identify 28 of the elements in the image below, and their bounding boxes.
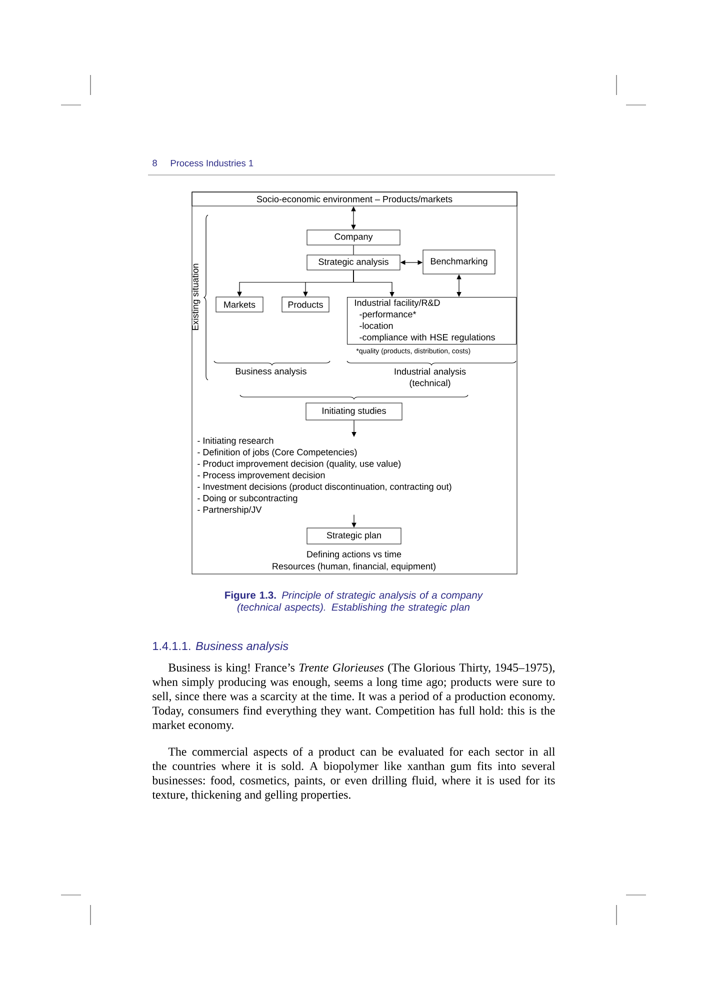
process-box: Products (282, 296, 330, 312)
group-label: Business analysis (236, 368, 306, 376)
arrow (353, 270, 394, 297)
body-paragraph: The commercial aspects of a product can be evaluated for each sector in all the countries where it is sold. A biopolymer like xanthan gum fits into several businesses: food, cosmetics, paints, or even drilling fluid, where it is used for its texture, thickening and gelling properties. (152, 747, 556, 802)
arrow (352, 420, 356, 437)
process-box: Markets (216, 296, 264, 312)
body-paragraph: Business is king! France’s Trente Glorieuses (The Glorious Thirty, 1945–1975), when simply producing was enough, seems a long time ago; products were sure to sell, since there was a scarcity at the time. It was a period of a production economy. Today, consumers find everything they want. Competition has full hold: this is the market economy. (152, 663, 555, 732)
note-text: Defining actions vs time (307, 550, 402, 560)
rotated-label: Existing situation (192, 264, 200, 330)
process-box: Strategic analysis (306, 254, 400, 270)
process-box: Industrial facility/R&D -performance* -location -compliance with HSE regulations (347, 297, 516, 344)
node-label: -compliance with HSE regulations (360, 334, 495, 342)
process-box: Strategic plan (306, 528, 402, 544)
bullet-list: - Initiating research - Definition of jobs (Core Competencies) - Product improvement decision (quality, use value) - Process improvement decision - Investment decisions (product discontinuation, contracting out) - Doing or subcontracting - Partnership/JV (198, 437, 452, 515)
heading-band: Socio-economic environment – Products/markets (192, 192, 518, 206)
figure-caption: Figure 1.3. Principle of strategic analysis of a company (technical aspects). Establishing the strategic plan (225, 591, 484, 613)
node-label: -performance* (360, 310, 416, 320)
note-text: Resources (human, financial, equipment) (272, 562, 436, 572)
process-box: Initiating studies (306, 402, 402, 420)
page-number: 8 (152, 160, 157, 166)
process-box: Company (306, 230, 400, 246)
connector-line (353, 244, 354, 256)
node-label: -location (360, 322, 393, 329)
group-label: Industrial analysis (technical) (394, 368, 466, 388)
process-box: Benchmarking (422, 250, 496, 274)
section-heading: 1.4.1.1. Business analysis (153, 642, 288, 652)
running-head: Process Industries 1 (170, 160, 254, 166)
node-label: Industrial facility/R&D (355, 299, 440, 308)
